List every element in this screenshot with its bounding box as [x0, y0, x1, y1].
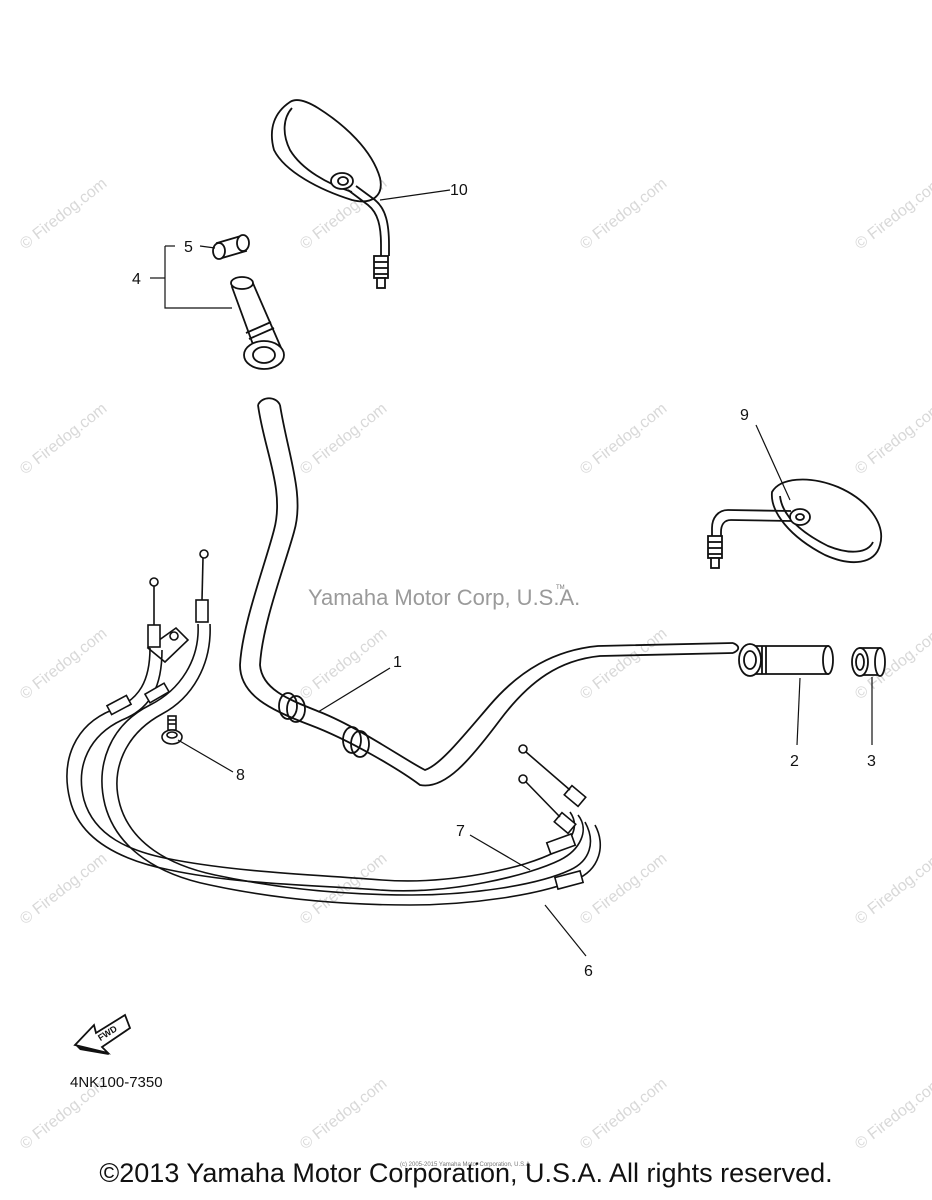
trademark-mark: TM: [556, 585, 565, 591]
watermark: © Firedog.com: [17, 175, 110, 253]
part-6-7-throttle-cables: [66, 549, 602, 906]
copyright-notice: ©2013 Yamaha Motor Corporation, U.S.A. A…: [99, 1158, 833, 1188]
watermark: © Firedog.com: [852, 400, 932, 478]
watermark: © Firedog.com: [577, 1075, 670, 1153]
part-4-grip-left: [230, 276, 285, 370]
callout-7: 7: [456, 823, 465, 840]
part-10-mirror-left: [270, 99, 390, 289]
watermark: © Firedog.com: [852, 850, 932, 928]
fwd-arrow-icon: FWD: [73, 1013, 132, 1055]
callout-4: 4: [132, 271, 141, 288]
watermark: © Firedog.com: [297, 1075, 390, 1153]
watermark: © Firedog.com: [17, 850, 110, 928]
callout-10: 10: [450, 182, 468, 199]
watermark: © Firedog.com: [852, 1075, 932, 1153]
center-watermark: Yamaha Motor Corp, U.S.A.: [308, 585, 580, 610]
tiny-credit: (c) 2005-2015 Yamaha Motor Corporation, …: [400, 1162, 532, 1168]
callout-1: 1: [393, 654, 402, 671]
callout-8: 8: [236, 767, 245, 784]
callout-6: 6: [584, 963, 593, 980]
callout-3: 3: [867, 753, 876, 770]
watermark: © Firedog.com: [577, 850, 670, 928]
callout-2: 2: [790, 753, 799, 770]
watermark: © Firedog.com: [852, 175, 932, 253]
watermark: © Firedog.com: [17, 400, 110, 478]
part-9-mirror-right: [707, 478, 882, 569]
part-8-screw: [161, 715, 183, 745]
cable-bracket: [146, 626, 190, 664]
watermark: © Firedog.com: [297, 625, 390, 703]
leader-lines: [150, 189, 873, 957]
callout-5: 5: [184, 239, 193, 256]
watermark: © Firedog.com: [297, 400, 390, 478]
part-3-grip-end-right: [851, 647, 886, 677]
callout-9: 9: [740, 407, 749, 424]
watermark: © Firedog.com: [577, 625, 670, 703]
watermark: © Firedog.com: [577, 175, 670, 253]
part-2-grip-right: [738, 643, 834, 677]
watermark: © Firedog.com: [577, 400, 670, 478]
watermark: © Firedog.com: [17, 625, 110, 703]
diagram-code: 4NK100-7350: [70, 1074, 163, 1091]
part-5-grip-end-left: [212, 234, 250, 260]
part-1-handlebar: [239, 397, 740, 787]
